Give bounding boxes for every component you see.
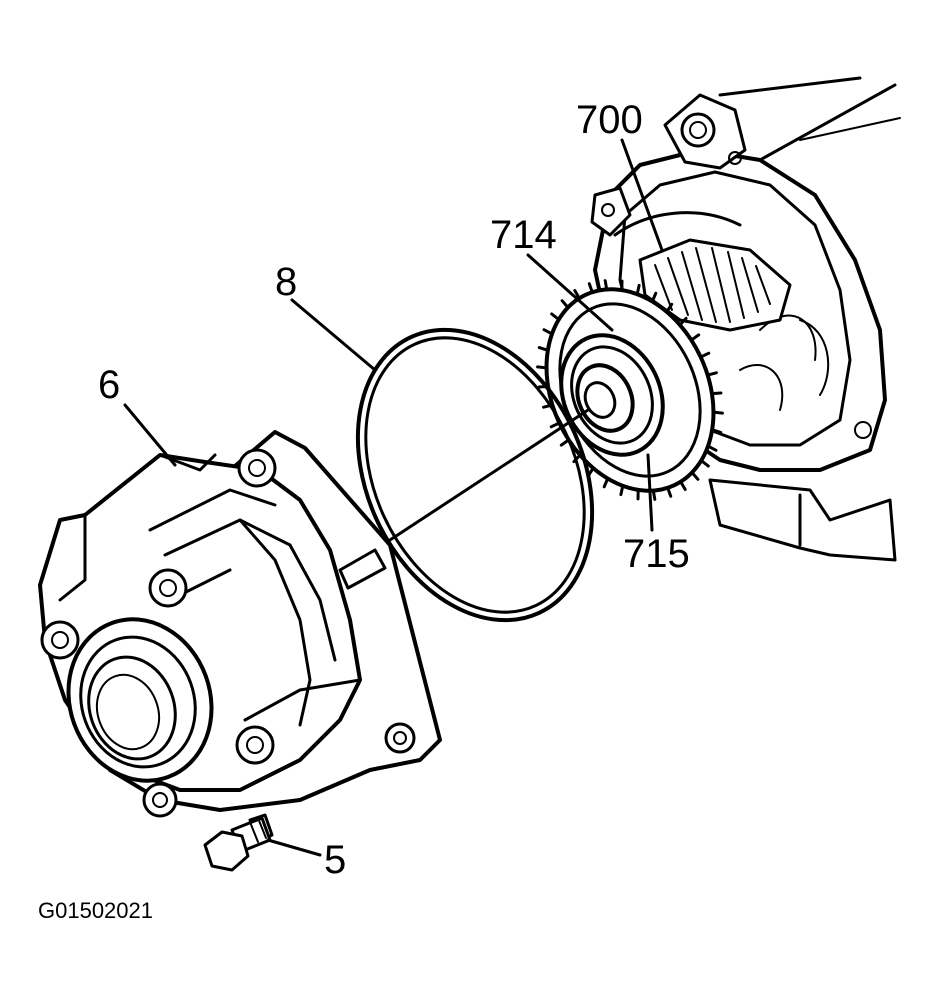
ring-gear-tooth [681,482,686,490]
callout-6: 6 [98,363,120,407]
ring-gear-tooth [551,423,559,427]
ring-gear-tooth [562,301,568,308]
ring-gear-tooth [552,314,559,320]
callout-700: 700 [576,98,643,142]
ring-gear-tooth [604,479,608,487]
ring-gear-tooth [605,281,607,290]
ring-gear-tooth [701,461,708,467]
cover [40,432,440,816]
leader-line-6 [125,405,175,465]
assembly-axis-line [390,410,588,540]
ring-gear-tooth [712,393,721,394]
callout-714: 714 [490,213,557,257]
callout-5: 5 [324,838,346,882]
callout-8: 8 [275,260,297,304]
callout-715: 715 [623,532,690,576]
bolt [205,815,272,870]
ring-gear-tooth [692,473,698,480]
leader-line-8 [292,300,375,370]
leader-line-5 [268,840,320,855]
ring-gear-tooth [668,488,671,497]
ring-gear-tooth [653,491,655,500]
figure-id: G01502021 [38,898,153,923]
ring-gear-tooth [544,330,552,334]
ring-gear-tooth [621,486,623,495]
ring-gear-tooth [538,367,547,368]
ring-gear-tooth [637,285,639,294]
ring-gear-tooth [589,284,592,293]
ring-gear-tooth [714,412,723,413]
